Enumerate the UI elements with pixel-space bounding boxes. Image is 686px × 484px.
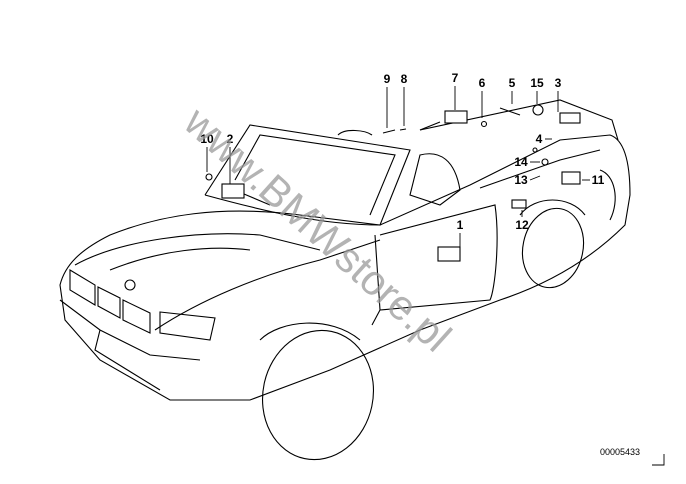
part-label-5[interactable]: 5 [508, 76, 516, 90]
part-label-6[interactable]: 6 [478, 76, 486, 90]
part-label-7[interactable]: 7 [451, 71, 459, 85]
part-label-12[interactable]: 12 [515, 218, 529, 232]
part-label-3[interactable]: 3 [554, 76, 562, 90]
part-label-8[interactable]: 8 [400, 72, 408, 86]
part-label-14[interactable]: 14 [514, 155, 528, 169]
part-label-4[interactable]: 4 [535, 132, 543, 146]
part-label-13[interactable]: 13 [514, 173, 528, 187]
part-label-11[interactable]: 11 [591, 173, 605, 187]
part-label-10[interactable]: 10 [200, 132, 214, 146]
part-label-1[interactable]: 1 [456, 218, 464, 232]
part-label-15[interactable]: 15 [530, 76, 544, 90]
part-label-9[interactable]: 9 [383, 72, 391, 86]
diagram-number: 00005433 [600, 447, 641, 457]
part-label-2[interactable]: 2 [226, 132, 234, 146]
